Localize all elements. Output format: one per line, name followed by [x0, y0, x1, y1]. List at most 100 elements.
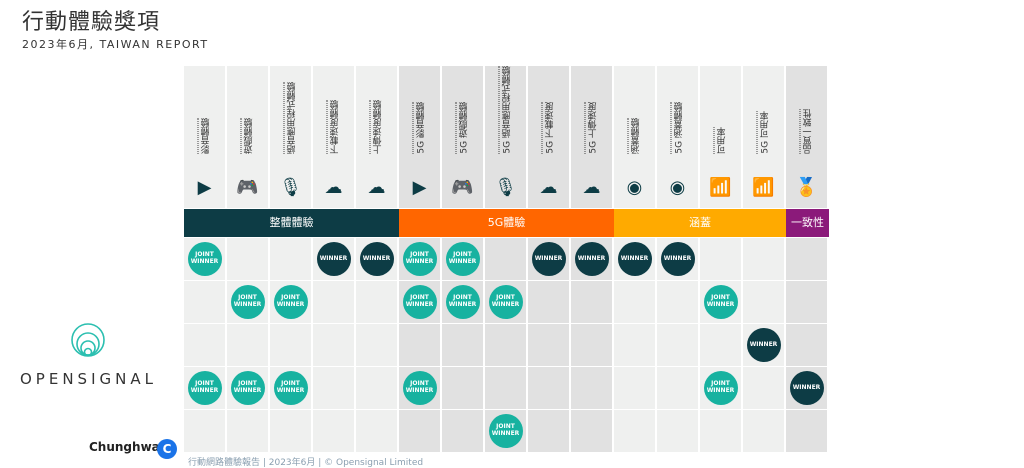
- column-label-text: 5G 遊戲體驗: [459, 102, 469, 154]
- joint-winner-badge: JOINT WINNER: [230, 285, 265, 319]
- award-cell: [786, 324, 827, 366]
- award-cell: [356, 324, 397, 366]
- award-cell: JOINT WINNER: [270, 281, 311, 323]
- joint-winner-badge: JOINT WINNER: [445, 242, 480, 276]
- award-cell: JOINT WINNER: [700, 281, 741, 323]
- column-label: 5G 涵蓋體驗: [670, 102, 685, 154]
- joint-winner-badge: JOINT WINNER: [402, 242, 437, 276]
- column-label-text: 5G 涵蓋體驗: [674, 102, 684, 154]
- video-icon: ▶: [197, 177, 212, 198]
- award-cell: JOINT WINNER: [700, 367, 741, 409]
- award-cell: [442, 324, 483, 366]
- winner-badge: WINNER: [316, 242, 351, 276]
- column-header: 5G 上傳速度 ☁: [571, 66, 612, 208]
- category-3: 涵蓋: [614, 209, 786, 237]
- column-label: 5G 可用率: [756, 111, 771, 154]
- column-label: 5G 語音應用程式體驗: [498, 66, 513, 154]
- award-cell: [528, 367, 569, 409]
- wifi-icon: 📶: [709, 177, 732, 198]
- award-cell: [313, 410, 354, 452]
- gamepad-icon: 🎮: [236, 177, 259, 198]
- award-cell: [270, 238, 311, 280]
- category-2: 5G體驗: [399, 209, 614, 237]
- award-cell: [313, 324, 354, 366]
- award-cell: JOINT WINNER: [442, 281, 483, 323]
- column-label-text: 下載速度體驗: [330, 100, 340, 154]
- column-header: 涵蓋體驗 ◉: [614, 66, 655, 208]
- winner-badge: WINNER: [531, 242, 566, 276]
- coverage-icon: ◉: [626, 177, 643, 198]
- category-4: 一致性: [786, 209, 829, 237]
- joint-winner-badge: JOINT WINNER: [273, 371, 308, 405]
- column-label: 5G 影音體驗: [412, 102, 427, 154]
- page-title: 行動體驗獎項: [22, 10, 161, 35]
- award-cell: JOINT WINNER: [184, 238, 225, 280]
- opensignal-logo-icon: [70, 323, 105, 357]
- award-cell: [485, 367, 526, 409]
- award-cell: [399, 410, 440, 452]
- column-label-text: 5G 影音體驗: [416, 102, 426, 154]
- joint-winner-badge: JOINT WINNER: [445, 285, 480, 319]
- joint-winner-badge: JOINT WINNER: [402, 371, 437, 405]
- column-label-text: 品質一致性: [803, 109, 813, 154]
- joint-winner-badge: JOINT WINNER: [402, 285, 437, 319]
- joint-winner-badge: JOINT WINNER: [230, 371, 265, 405]
- category-1: 整體體驗: [184, 209, 399, 237]
- column-header: 5G 語音應用程式體驗 🎙: [485, 66, 526, 208]
- award-cell: JOINT WINNER: [442, 238, 483, 280]
- award-cell: [657, 367, 698, 409]
- column-label-text: 遊戲體驗: [244, 118, 254, 154]
- award-cell: [657, 410, 698, 452]
- joint-winner-badge: JOINT WINNER: [488, 285, 523, 319]
- column-header: 品質一致性 🏅: [786, 66, 827, 208]
- joint-winner-badge: JOINT WINNER: [187, 371, 222, 405]
- award-cell: [571, 281, 612, 323]
- joint-winner-badge: JOINT WINNER: [703, 371, 738, 405]
- microphone-icon: 🎙: [494, 177, 517, 198]
- award-cell: [227, 238, 268, 280]
- award-cell: [743, 281, 784, 323]
- award-cell: JOINT WINNER: [227, 367, 268, 409]
- column-label: 影音體驗: [197, 118, 212, 154]
- cloud-upload-icon: ☁: [582, 177, 601, 198]
- joint-winner-badge: JOINT WINNER: [703, 285, 738, 319]
- column-header: 語音應用程式體驗🎙: [270, 66, 311, 208]
- joint-winner-badge: JOINT WINNER: [488, 414, 523, 448]
- award-cell: JOINT WINNER: [227, 281, 268, 323]
- column-label-text: 可用率: [717, 127, 727, 154]
- award-cell: JOINT WINNER: [184, 367, 225, 409]
- column-label: 5G 下載速度: [541, 102, 556, 154]
- page-subtitle: 2023年6月, TAIWAN REPORT: [22, 38, 209, 51]
- column-label-text: 5G 上傳速度: [588, 102, 598, 154]
- award-cell: [700, 324, 741, 366]
- award-cell: [614, 367, 655, 409]
- award-cell: JOINT WINNER: [399, 238, 440, 280]
- award-cell: WINNER: [571, 238, 612, 280]
- award-cell: [356, 410, 397, 452]
- column-label: 品質一致性: [799, 109, 814, 154]
- opensignal-logo: OPENSIGNAL: [20, 322, 155, 388]
- award-cell: [528, 410, 569, 452]
- column-label-text: 涵蓋體驗: [631, 118, 641, 154]
- coverage-icon: ◉: [669, 177, 686, 198]
- award-cell: [743, 238, 784, 280]
- column-header: 影音體驗 ▶: [184, 66, 225, 208]
- award-cell: [184, 410, 225, 452]
- award-cell: [356, 367, 397, 409]
- column-label: 5G 上傳速度: [584, 102, 599, 154]
- award-cell: [571, 410, 612, 452]
- award-cell: [227, 410, 268, 452]
- cloud-download-icon: ☁: [324, 177, 343, 198]
- award-icon: 🏅: [795, 177, 818, 198]
- column-label: 5G 遊戲體驗: [455, 102, 470, 154]
- column-label-text: 影音體驗: [201, 118, 211, 154]
- award-cell: JOINT WINNER: [485, 410, 526, 452]
- award-cell: WINNER: [786, 367, 827, 409]
- award-cell: [571, 324, 612, 366]
- award-cell: [571, 367, 612, 409]
- opensignal-logo-text: OPENSIGNAL: [20, 370, 157, 388]
- column-header: 5G 涵蓋體驗 ◉: [657, 66, 698, 208]
- award-cell: [270, 324, 311, 366]
- award-cell: [528, 281, 569, 323]
- microphone-icon: 🎙: [279, 177, 302, 198]
